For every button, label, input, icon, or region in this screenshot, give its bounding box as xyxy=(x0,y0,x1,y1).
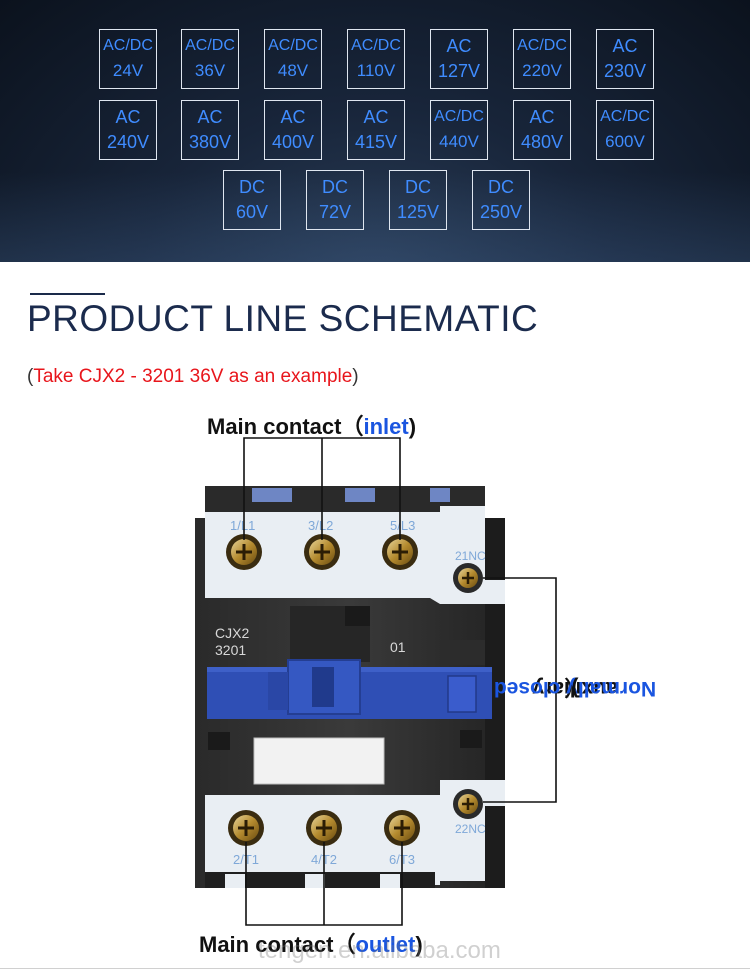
aux-label: auxiliary（Normally closed) xyxy=(494,528,656,848)
voltage-value: 480V xyxy=(520,132,564,152)
model-line2: 3201 xyxy=(215,642,246,658)
voltage-type: DC xyxy=(322,177,348,197)
inlet-close: ) xyxy=(408,414,417,439)
inlet-main: Main contact xyxy=(207,414,342,439)
bottom-screws xyxy=(228,789,483,846)
inlet-callout-lines xyxy=(243,437,401,540)
voltage-option: AC 415V xyxy=(347,100,405,160)
example-open: ( xyxy=(27,366,34,387)
voltage-value: 72V xyxy=(318,202,352,222)
voltage-value: 48V xyxy=(277,61,309,80)
outlet-open: （ xyxy=(333,932,356,957)
voltage-value: 125V xyxy=(396,202,440,222)
voltage-type: AC xyxy=(115,107,141,127)
title-rule xyxy=(30,293,105,295)
top-blue-tab-3 xyxy=(430,488,450,502)
outlet-main: Main contact xyxy=(199,932,334,957)
voltage-value: 400V xyxy=(271,132,315,152)
voltage-type: DC xyxy=(239,177,265,197)
voltage-type: AC xyxy=(529,107,555,127)
voltage-type: AC xyxy=(612,36,638,56)
voltage-option: AC/DC 600V xyxy=(596,100,654,160)
example-note: (Take CJX2 - 3201 36V as an example) xyxy=(27,366,359,388)
terminal-3L2: 3/L2 xyxy=(308,518,333,533)
voltage-type: AC xyxy=(280,107,306,127)
voltage-option: DC 60V xyxy=(223,170,281,230)
voltage-option: AC/DC 220V xyxy=(513,29,571,89)
voltage-option: AC/DC 24V xyxy=(99,29,157,89)
terminal-5L3: 5/L3 xyxy=(390,518,415,533)
top-blue-tab-2 xyxy=(345,488,375,502)
aux-bottom-block xyxy=(440,806,485,881)
watermark: tengen.en.alibaba.com xyxy=(258,937,501,964)
inlet-word: inlet xyxy=(363,414,409,439)
bottom-terminal-block xyxy=(205,780,505,885)
voltage-value: 60V xyxy=(235,202,269,222)
voltage-type: AC/DC xyxy=(185,37,235,54)
voltage-option: AC 127V xyxy=(430,29,488,89)
top-terminal-block xyxy=(205,512,505,604)
coil-label-plate xyxy=(253,737,385,785)
aux-callout-lines xyxy=(483,577,557,803)
voltage-value: 440V xyxy=(439,132,479,151)
terminal-21NC: 21NC xyxy=(455,549,486,563)
voltage-type: AC/DC xyxy=(600,108,650,125)
section-title: PRODUCT LINE SCHEMATIC xyxy=(27,298,539,339)
voltage-option: AC/DC 36V xyxy=(181,29,239,89)
voltage-type: AC xyxy=(446,36,472,56)
inlet-label: Main contact（inlet) xyxy=(207,409,416,441)
voltage-option: AC 380V xyxy=(181,100,239,160)
bottom-divider xyxy=(0,968,750,969)
voltage-type: DC xyxy=(405,177,431,197)
voltage-option: DC 125V xyxy=(389,170,447,230)
voltage-type: AC/DC xyxy=(517,37,567,54)
voltage-option: AC 480V xyxy=(513,100,571,160)
aux-close: ) xyxy=(571,677,579,700)
voltage-option: DC 250V xyxy=(472,170,530,230)
voltage-type: AC xyxy=(197,107,223,127)
voltage-option: AC 400V xyxy=(264,100,322,160)
voltage-value: 127V xyxy=(437,61,481,81)
voltage-type: AC/DC xyxy=(268,37,318,54)
example-text: Take CJX2 - 3201 36V as an example xyxy=(33,366,353,387)
voltage-type: DC xyxy=(488,177,514,197)
voltage-value: 415V xyxy=(354,132,398,152)
top-screws xyxy=(226,534,483,593)
voltage-value: 24V xyxy=(112,61,144,80)
outlet-close: ) xyxy=(415,932,423,957)
example-close: ) xyxy=(352,366,359,387)
voltage-value: 220V xyxy=(522,61,562,80)
voltage-value: 230V xyxy=(603,61,647,81)
voltage-type: AC/DC xyxy=(434,108,484,125)
voltage-value: 110V xyxy=(356,61,396,80)
outlet-label: Main contact（outlet) xyxy=(199,927,423,959)
voltage-option: AC 240V xyxy=(99,100,157,160)
voltage-type: AC/DC xyxy=(351,37,401,54)
terminal-22NC: 22NC xyxy=(455,822,486,836)
banner-glow xyxy=(0,172,750,262)
voltage-type: AC xyxy=(363,107,389,127)
terminal-1L1: 1/L1 xyxy=(230,518,255,533)
top-blue-tab xyxy=(252,488,292,502)
model-line1: CJX2 xyxy=(215,625,249,641)
aux-code: 01 xyxy=(390,639,406,655)
outlet-word: outlet xyxy=(355,932,416,957)
voltage-value: 380V xyxy=(188,132,232,152)
outlet-callout-lines xyxy=(245,842,403,926)
voltage-option: AC/DC 110V xyxy=(347,29,405,89)
voltage-option: AC/DC 48V xyxy=(264,29,322,89)
voltage-value: 36V xyxy=(194,61,226,80)
voltage-value: 600V xyxy=(605,132,645,151)
voltage-type: AC/DC xyxy=(103,37,153,54)
voltage-value: 240V xyxy=(106,132,150,152)
inlet-open: （ xyxy=(341,414,364,439)
voltage-option: DC 72V xyxy=(306,170,364,230)
voltage-value: 250V xyxy=(479,202,523,222)
voltage-option: AC 230V xyxy=(596,29,654,89)
voltage-option: AC/DC 440V xyxy=(430,100,488,160)
